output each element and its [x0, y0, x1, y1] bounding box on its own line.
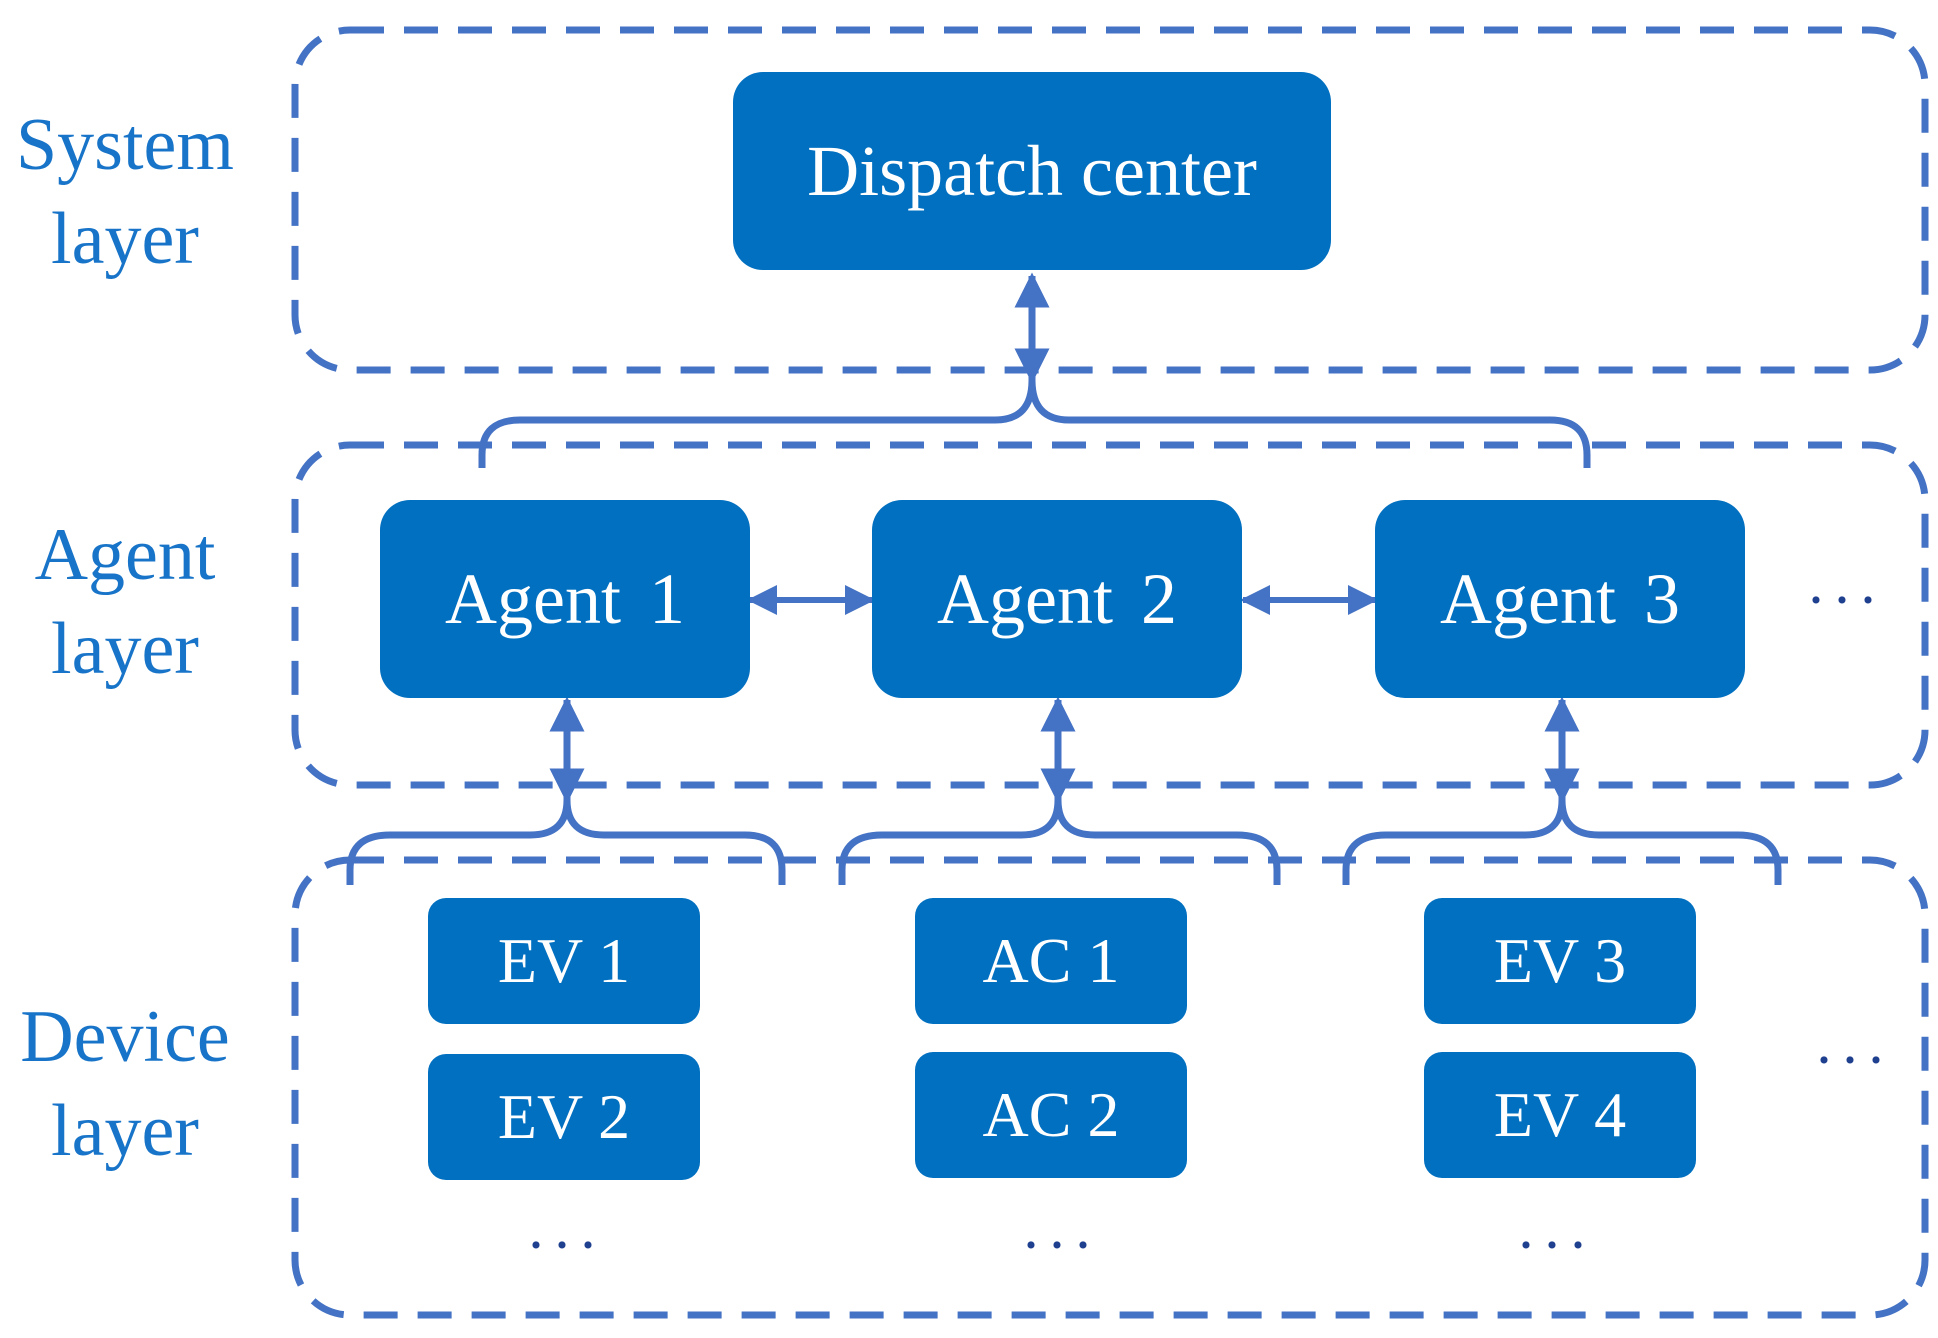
device-ac2-box: AC 2 [915, 1052, 1187, 1178]
agent-3-box: Agent 3 [1375, 500, 1745, 698]
dispatch-center-box: Dispatch center [733, 72, 1331, 270]
agent-to-system-brace [478, 379, 1591, 468]
device-ev2-box: EV 2 [428, 1054, 700, 1180]
agent-layer-frame [291, 441, 1929, 789]
device-layer-frame [291, 856, 1929, 1319]
system-layer-label-line2: layer [51, 198, 199, 280]
agent-layer-label-line2: layer [51, 608, 199, 690]
device-ac1-box: AC 1 [915, 898, 1187, 1024]
agent-2-box: Agent 2 [872, 500, 1242, 698]
device-ev3-box: EV 3 [1424, 898, 1696, 1024]
group3-more-ellipsis: ··· [1516, 1212, 1594, 1278]
system-layer-label-line1: System [16, 104, 234, 186]
group3-brace [1342, 799, 1782, 885]
group1-brace [346, 799, 786, 885]
device-layer-label: Device layer [0, 990, 250, 1178]
device-ev4-box: EV 4 [1424, 1052, 1696, 1178]
device-layer-label-line2: layer [51, 1090, 199, 1172]
agent-more-ellipsis: ··· [1806, 567, 1884, 633]
device-ev1-box: EV 1 [428, 898, 700, 1024]
group2-more-ellipsis: ··· [1021, 1212, 1099, 1278]
system-layer-label: System layer [0, 98, 250, 286]
group2-brace [838, 799, 1281, 885]
device-layer-label-line1: Device [20, 996, 230, 1078]
system-layer-frame [291, 26, 1929, 374]
agent-layer-label: Agent layer [0, 508, 250, 696]
agent-layer-label-line1: Agent [34, 514, 216, 596]
device-group-more-ellipsis: ··· [1814, 1027, 1892, 1093]
group1-more-ellipsis: ··· [526, 1212, 604, 1278]
agent-1-box: Agent 1 [380, 500, 750, 698]
